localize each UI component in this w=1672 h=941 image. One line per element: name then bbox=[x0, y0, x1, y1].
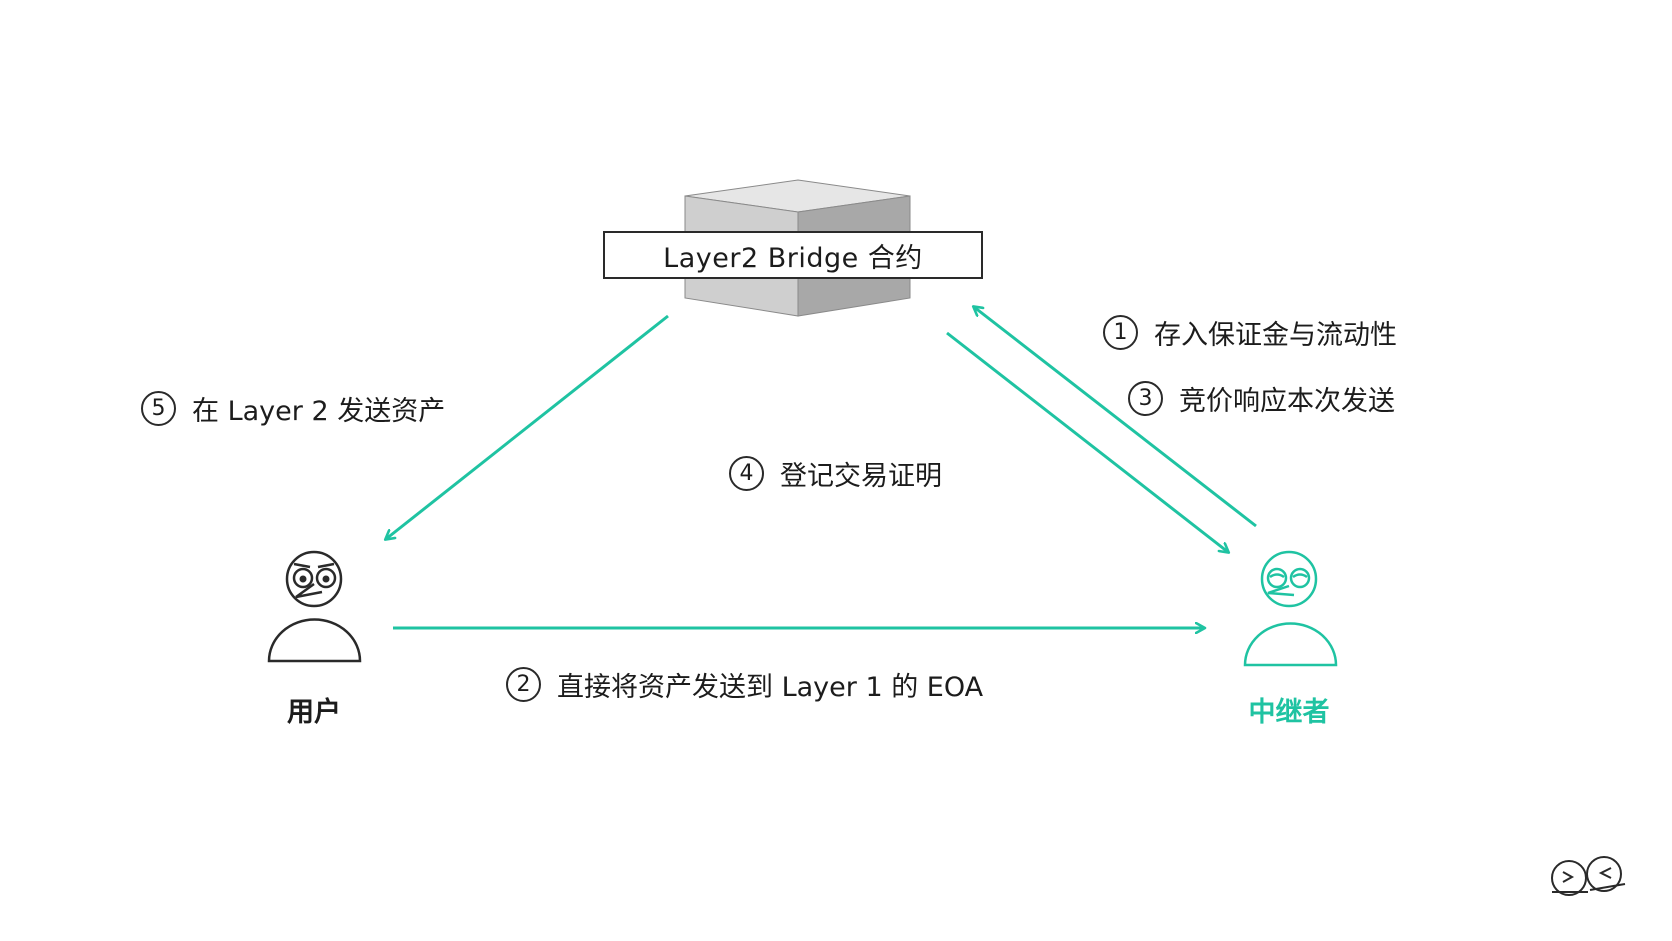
user-label: 用户 bbox=[287, 697, 341, 728]
relayer-label: 中继者 bbox=[1248, 697, 1330, 728]
two-faces-logo-icon bbox=[1551, 856, 1626, 896]
step-2-text: 直接将资产发送到 Layer 1 的 EOA bbox=[557, 672, 984, 703]
step-1: 1 存入保证金与流动性 bbox=[1103, 313, 1397, 352]
contract-label-box: Layer2 Bridge 合约 bbox=[603, 231, 983, 279]
step-3-text: 竞价响应本次发送 bbox=[1179, 386, 1395, 417]
step-1-text: 存入保证金与流动性 bbox=[1154, 320, 1397, 351]
contract-label: Layer2 Bridge 合约 bbox=[663, 242, 923, 274]
step-4: 4 登记交易证明 bbox=[729, 454, 942, 493]
step-5-number: 5 bbox=[141, 391, 176, 426]
arrow-contract-to-user bbox=[386, 314, 669, 539]
user-avatar-icon bbox=[267, 550, 362, 663]
relayer-avatar-icon bbox=[1243, 550, 1338, 667]
step-1-number: 1 bbox=[1103, 315, 1138, 350]
step-4-text: 登记交易证明 bbox=[780, 461, 942, 492]
step-2: 2 直接将资产发送到 Layer 1 的 EOA bbox=[506, 665, 983, 704]
step-5-text: 在 Layer 2 发送资产 bbox=[192, 396, 446, 427]
arrow-relayer-to-contract bbox=[974, 307, 1257, 528]
step-3-number: 3 bbox=[1128, 381, 1163, 416]
step-5: 5 在 Layer 2 发送资产 bbox=[141, 389, 445, 428]
step-2-number: 2 bbox=[506, 667, 541, 702]
step-3: 3 竞价响应本次发送 bbox=[1128, 379, 1395, 418]
arrow-contract-to-relayer bbox=[946, 331, 1228, 552]
step-4-number: 4 bbox=[729, 456, 764, 491]
